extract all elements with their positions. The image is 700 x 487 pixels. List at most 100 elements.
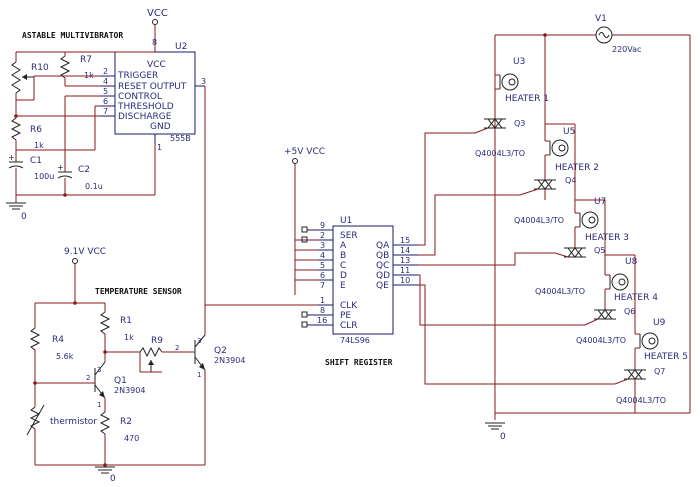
temperature-sensor-section: 9.1V VCC TEMPERATURE SENSOR R4 5.6k R1 1… [26, 247, 245, 484]
ic555-pin-discharge: DISCHARGE [118, 112, 172, 122]
triac4-part: Q4004L3/TO [514, 216, 564, 225]
sr-pin-1: 1 [320, 296, 325, 305]
vcc9-label: 9.1V VCC [64, 247, 106, 257]
sr-pin-5: 5 [320, 261, 325, 270]
heater-stage-1: U3 HEATER 1 Q3 Q4004L3/TO [474, 57, 549, 158]
triac7-part: Q4004L3/TO [616, 396, 666, 405]
svg-text:+: + [57, 163, 64, 172]
c1-label: C1 [30, 156, 42, 166]
q6-label: Q6 [624, 307, 635, 316]
sr-in-a: A [340, 241, 347, 251]
r6-value: 1k [34, 141, 44, 150]
sr-out-qc: QC [376, 261, 389, 271]
heater-section: V1 220Vac 0 U3 HEATER 1 Q3 [474, 14, 691, 442]
sr-in-clr: CLR [340, 321, 358, 331]
pin5-555: 5 [103, 87, 108, 96]
ic555-pin-control: CONTROL [118, 92, 162, 102]
triac5-part: Q4004L3/TO [535, 287, 585, 296]
ic555-pin-reset-output: RESET OUTPUT [118, 82, 187, 92]
c2-value: 0.1u [85, 182, 103, 191]
gnd-label-astable: 0 [21, 212, 27, 222]
u1-label: U1 [340, 216, 352, 226]
q1-pin3: 3 [97, 366, 101, 374]
sr-pin-6: 6 [320, 271, 325, 280]
temp-title: TEMPERATURE SENSOR [95, 287, 182, 296]
sr-right-pins: 15 14 13 11 10 [393, 236, 418, 286]
v1-label: V1 [595, 14, 607, 24]
q7-label: Q7 [654, 367, 665, 376]
vcc5-label: +5V VCC [284, 147, 325, 157]
sr-in-d: D [340, 271, 347, 281]
q2-pin2: 2 [175, 344, 179, 352]
heater-stage-5: U9 HEATER 5 Q7 Q4004L3/TO [614, 318, 688, 413]
svg-text:+: + [8, 153, 15, 162]
heater3-label: HEATER 3 [585, 233, 629, 243]
shift-register-section: +5V VCC U1 74LS96 SHIFT REGISTER [205, 132, 615, 385]
pin4-555: 4 [103, 77, 108, 86]
sr-pin-2: 2 [320, 231, 325, 240]
gnd-label-sensor: 0 [110, 474, 116, 484]
ic555-pin-trigger: TRIGGER [117, 71, 158, 81]
q4-label: Q4 [565, 176, 576, 185]
u8-label: U8 [625, 257, 638, 267]
sr-pin-9: 9 [320, 221, 325, 230]
pin7-555: 7 [103, 107, 108, 116]
u9-label: U9 [653, 318, 666, 328]
gnd-label-ac: 0 [500, 432, 506, 442]
sr-out-qe: QE [376, 281, 389, 291]
heater-stage-2: U5 HEATER 2 Q4 Q4004L3/TO [514, 123, 599, 225]
heater5-label: HEATER 5 [644, 352, 688, 362]
heater-stage-3: U7 HEATER 3 Q5 Q4004L3/TO [535, 197, 629, 296]
ic555-pin-gnd: GND [150, 122, 171, 132]
q3-label: Q3 [514, 119, 525, 128]
ic555-name: 555B [170, 134, 191, 143]
r2-value: 470 [124, 434, 139, 443]
sr-out-qd: QD [376, 271, 390, 281]
q5-label: Q5 [594, 246, 605, 255]
pin8-label: 8 [152, 38, 157, 47]
q1-label: Q1 [114, 376, 127, 386]
q2-label: Q2 [214, 346, 227, 356]
sr-name: 74LS96 [340, 336, 370, 345]
r1-value: 1k [124, 333, 134, 342]
sr-caption: SHIFT REGISTER [325, 358, 393, 367]
ic555-pin-vcc: VCC [147, 60, 166, 70]
heater-stage-4: U8 HEATER 4 Q6 Q4004L3/TO [576, 254, 658, 345]
u3-label: U3 [513, 57, 525, 67]
r10-label: R10 [31, 63, 49, 73]
q2-pin3: 3 [197, 337, 201, 345]
q2-pin1: 1 [197, 371, 201, 379]
heater1-label: HEATER 1 [505, 94, 549, 104]
sr-pin-13: 13 [400, 256, 410, 265]
sr-pin-10: 10 [400, 276, 410, 285]
q1-pin2: 2 [86, 374, 90, 382]
sr-pin-3: 3 [320, 241, 325, 250]
sr-pin-8: 8 [320, 306, 325, 315]
u2-label: U2 [175, 42, 187, 52]
q2-part: 2N3904 [214, 356, 245, 365]
sr-in-clk: CLK [340, 301, 358, 311]
sr-pin-14: 14 [400, 246, 410, 255]
r7-label: R7 [80, 55, 92, 65]
sr-in-pe: PE [340, 311, 351, 321]
c1-value: 100u [34, 172, 54, 181]
sr-left-pins: 9 2 3 4 5 6 7 1 8 16 [307, 221, 333, 326]
sr-pin-15: 15 [400, 236, 410, 245]
sr-pin-7: 7 [320, 281, 325, 290]
sr-in-b: B [340, 251, 346, 261]
r1-label: R1 [120, 316, 132, 326]
q1-pin1: 1 [97, 401, 101, 409]
pin6-555: 6 [103, 97, 108, 106]
sr-out-qb: QB [376, 251, 389, 261]
r6-label: R6 [30, 125, 42, 135]
sr-in-e: E [340, 281, 346, 291]
pin1-555: 1 [157, 143, 162, 152]
u7-label: U7 [594, 197, 606, 207]
heater4-label: HEATER 4 [614, 293, 658, 303]
r9-label: R9 [151, 336, 163, 346]
astable-section: VCC ASTABLE MULTIVIBRATOR 8 U2 VCC TRIGG… [6, 8, 206, 305]
sr-in-c: C [340, 261, 346, 271]
astable-title: ASTABLE MULTIVIBRATOR [22, 31, 123, 40]
sr-in-ser: SER [340, 231, 358, 241]
